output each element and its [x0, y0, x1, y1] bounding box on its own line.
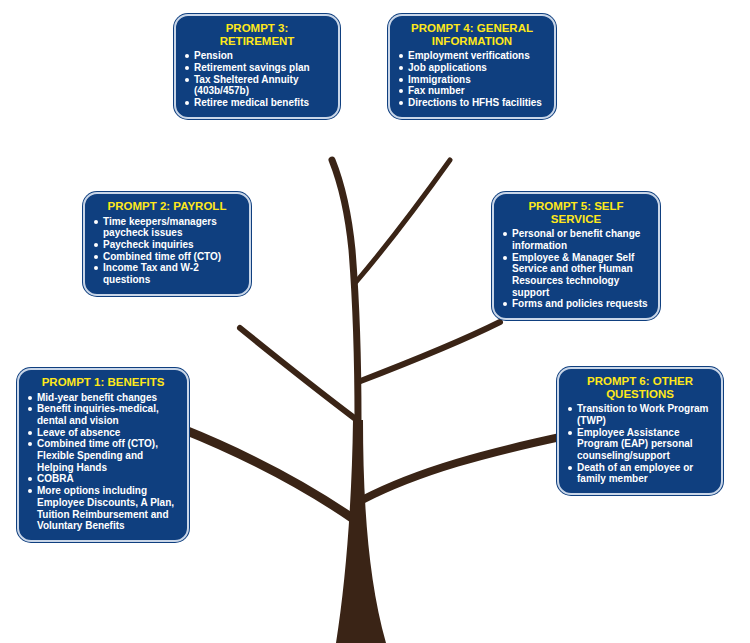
bullet-item: Paycheck inquiries — [93, 239, 241, 251]
tree-branch — [240, 328, 357, 420]
prompt-box: PROMPT 4: GENERAL INFORMATION Employment … — [388, 14, 556, 119]
bullet-item: Leave of absence — [27, 427, 179, 439]
bullet-item: More options including Employee Discount… — [27, 485, 179, 532]
bullet-item: Combined time off (CTO), Flexible Spendi… — [27, 438, 179, 473]
prompt-box: PROMPT 2: PAYROLL Time keepers/managers p… — [83, 192, 251, 296]
bullet-item: Job applications — [398, 62, 546, 74]
prompt-heading: PROMPT 5: SELF SERVICE — [521, 200, 631, 225]
prompt-heading: PROMPT 6: OTHER QUESTIONS — [585, 375, 695, 400]
prompt-box: PROMPT 5: SELF SERVICE Personal or benefi… — [492, 192, 660, 320]
bullet-item: Retirement savings plan — [184, 62, 330, 74]
bullet-item: COBRA — [27, 473, 179, 485]
bullet-item: Tax Sheltered Annuity (403b/457b) — [184, 74, 330, 97]
tree-branch — [356, 160, 450, 282]
bullet-item: Time keepers/managers paycheck issues — [93, 216, 241, 239]
tree-trunk-upper — [332, 160, 358, 420]
prompt-heading: PROMPT 4: GENERAL INFORMATION — [407, 22, 537, 47]
tree-branch — [362, 436, 565, 500]
bullet-item: Fax number — [398, 85, 546, 97]
bullet-item: Directions to HFHS facilities — [398, 97, 546, 109]
prompt-box: PROMPT 1: BENEFITS Mid-year benefit chang… — [17, 368, 189, 542]
prompt-heading: PROMPT 1: BENEFITS — [28, 376, 178, 389]
bullet-item: Employee & Manager Self Service and othe… — [502, 252, 650, 299]
tree-branch — [180, 428, 355, 520]
bullet-item: Income Tax and W-2 questions — [93, 262, 241, 285]
prompt-heading: PROMPT 2: PAYROLL — [93, 200, 241, 213]
bullet-item: Pension — [184, 50, 330, 62]
prompt-heading: PROMPT 3: RETIREMENT — [202, 22, 312, 47]
bullet-item: Immigrations — [398, 74, 546, 86]
bullet-item: Retiree medical benefits — [184, 97, 330, 109]
bullet-item: Forms and policies requests — [502, 298, 650, 310]
bullet-item: Mid-year benefit changes — [27, 392, 179, 404]
bullet-item: Employment verifications — [398, 50, 546, 62]
bullet-item: Death of an employee or family member — [567, 462, 713, 485]
bullet-item: Employee Assistance Program (EAP) person… — [567, 427, 713, 462]
bullet-item: Benefit inquiries-medical, dental and vi… — [27, 403, 179, 426]
tree-branch — [358, 322, 500, 382]
tree-trunk — [336, 420, 386, 643]
prompt-box: PROMPT 6: OTHER QUESTIONS Transition to W… — [557, 367, 723, 495]
prompt-box: PROMPT 3: RETIREMENT PensionRetirement sa… — [174, 14, 340, 119]
bullet-item: Personal or benefit change information — [502, 228, 650, 251]
bullet-item: Combined time off (CTO) — [93, 251, 241, 263]
bullet-item: Transition to Work Program (TWP) — [567, 403, 713, 426]
